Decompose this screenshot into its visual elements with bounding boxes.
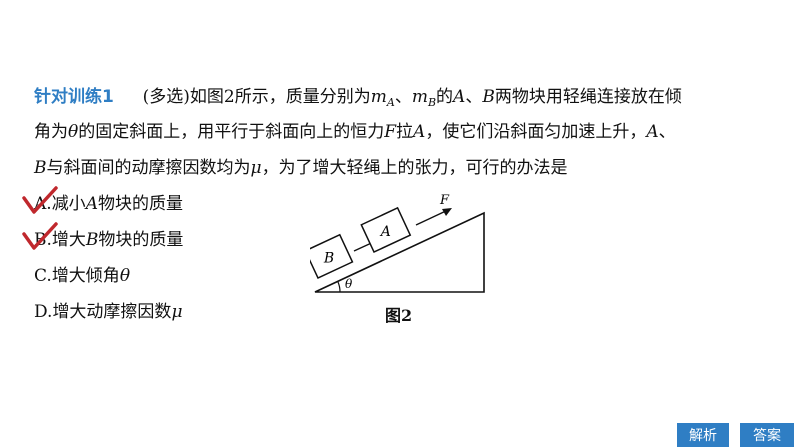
block-a-label: A xyxy=(379,224,391,240)
block-a: A xyxy=(360,206,412,253)
option-text: 减小 xyxy=(51,194,86,214)
var-a: A xyxy=(646,122,659,142)
question-line-1: 针对训练1 (多选)如图2所示，质量分别为mA、mB的A、B两物块用轻绳连接放在… xyxy=(34,87,682,113)
subscript-a: A xyxy=(386,96,395,109)
block-b: B xyxy=(310,233,354,279)
option-c[interactable]: C.增大倾角θ xyxy=(34,266,130,286)
block-b-label: B xyxy=(323,250,334,266)
var-a: A xyxy=(85,194,98,214)
var-m: m xyxy=(411,87,428,107)
subscript-b: B xyxy=(427,96,437,109)
question-text: ，为了增大轻绳上的张力，可行的办法是 xyxy=(261,158,568,178)
option-d[interactable]: D.增大动摩擦因数μ xyxy=(34,302,183,322)
question-text: 角为 xyxy=(34,122,68,142)
option-letter: D. xyxy=(34,302,53,322)
question-text: ，使它们沿斜面匀加速上升， xyxy=(425,122,647,142)
figure-caption: 图2 xyxy=(385,306,413,325)
question-line-2: 角为θ的固定斜面上，用平行于斜面向上的恒力F拉A，使它们沿斜面匀加速上升，A、 xyxy=(34,122,676,142)
separator: 、 xyxy=(658,122,676,142)
var-m: m xyxy=(370,87,387,107)
var-theta: θ xyxy=(68,122,79,142)
option-text: 增大 xyxy=(51,230,86,250)
question-heading: 针对训练1 xyxy=(34,87,114,107)
question-text: 拉 xyxy=(396,122,414,142)
checkmark-icon xyxy=(22,186,58,214)
arrowhead-icon xyxy=(442,208,452,216)
option-b[interactable]: B.增大B物块的质量 xyxy=(34,230,183,250)
var-theta: θ xyxy=(119,266,131,286)
option-text: 增大倾角 xyxy=(51,266,120,286)
theta-label: θ xyxy=(345,277,353,291)
question-text: 与斜面间的动摩擦因数均为 xyxy=(46,158,251,178)
var-mu: μ xyxy=(250,158,262,178)
question-text: 的 xyxy=(436,87,454,107)
option-a[interactable]: A.减小A物块的质量 xyxy=(34,194,183,214)
var-b: B xyxy=(482,87,495,107)
question-text: (多选)如图2所示，质量分别为 xyxy=(142,87,371,107)
option-letter: C. xyxy=(34,266,52,286)
separator: 、 xyxy=(465,87,483,107)
force-arrow xyxy=(415,209,449,226)
option-text: 物块的质量 xyxy=(98,230,184,250)
question-text: 两物块用轻绳连接放在倾 xyxy=(494,87,682,107)
var-a: A xyxy=(413,122,426,142)
question-text: 的固定斜面上，用平行于斜面向上的恒力 xyxy=(78,122,385,142)
separator: 、 xyxy=(394,87,412,107)
answer-button[interactable]: 答案 xyxy=(740,423,794,447)
angle-arc xyxy=(337,281,341,293)
var-b: B xyxy=(34,158,47,178)
question-line-3: B与斜面间的动摩擦因数均为μ，为了增大轻绳上的张力，可行的办法是 xyxy=(34,158,568,178)
var-f: F xyxy=(384,122,397,142)
checkmark-icon xyxy=(22,222,58,250)
var-mu: μ xyxy=(171,302,183,322)
incline-diagram: θ B A F xyxy=(310,193,485,293)
option-text: 增大动摩擦因数 xyxy=(52,302,172,322)
var-b: B xyxy=(85,230,99,250)
force-label: F xyxy=(439,193,450,208)
option-text: 物块的质量 xyxy=(97,194,183,214)
var-a: A xyxy=(453,87,466,107)
analysis-button[interactable]: 解析 xyxy=(677,423,729,447)
incline xyxy=(314,211,485,293)
